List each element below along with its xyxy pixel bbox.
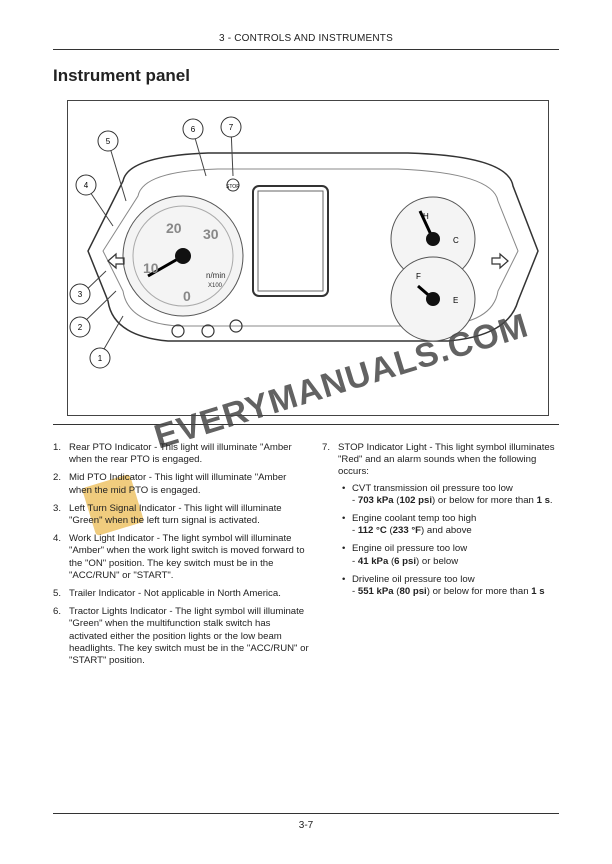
footer-rule [53, 813, 559, 814]
bullet-item: CVT transmission oil pressure too low- 7… [338, 483, 562, 507]
temp-cold: C [453, 236, 459, 245]
header-rule [53, 49, 559, 50]
stop-symbol: STOP [226, 184, 240, 190]
rpm-tick-0: 0 [183, 288, 191, 304]
rpm-unit: n/min [206, 271, 226, 280]
instrument-panel-figure: 10 20 30 0 n/min X100 H C F E STOP 1 2 3… [67, 100, 549, 416]
figure-rule [53, 424, 559, 425]
list-item: 1.Rear PTO Indicator - This light will i… [53, 442, 292, 466]
section-title: Instrument panel [53, 66, 190, 85]
fuel-empty: E [453, 296, 458, 305]
list-item: 7.STOP Indicator Light - This light symb… [322, 442, 562, 598]
list-item: 5.Trailer Indicator - Not applicable in … [53, 588, 281, 600]
rpm-tick-20: 20 [166, 220, 182, 236]
bullet-item: Engine coolant temp too high- 112 °C (23… [338, 513, 562, 537]
right-column: 7.STOP Indicator Light - This light symb… [322, 442, 562, 604]
rpm-multiplier: X100 [208, 283, 223, 289]
bullet-item: Engine oil pressure too low- 41 kPa (6 p… [338, 543, 562, 567]
left-column: 1.Rear PTO Indicator - This light will i… [53, 442, 309, 673]
page-header: 3 - CONTROLS AND INSTRUMENTS [219, 33, 393, 44]
rpm-tick-30: 30 [203, 226, 219, 242]
temp-hot: H [423, 212, 429, 221]
fuel-full: F [416, 272, 421, 281]
callout-5: 5 [106, 137, 111, 146]
list-item: 4.Work Light Indicator - The light symbo… [53, 533, 305, 581]
callout-3: 3 [78, 290, 83, 299]
list-item: 6.Tractor Lights Indicator - The light s… [53, 606, 309, 667]
callout-7: 7 [229, 123, 234, 132]
callout-4: 4 [84, 181, 89, 190]
callout-6: 6 [191, 125, 196, 134]
callout-1: 1 [98, 354, 103, 363]
bullet-item: Driveline oil pressure too low- 551 kPa … [338, 574, 562, 598]
callout-2: 2 [78, 323, 83, 332]
instrument-cluster-drawing: 10 20 30 0 n/min X100 H C F E STOP 1 2 3… [69, 116, 539, 369]
list-item: 3.Left Turn Signal Indicator - This ligh… [53, 502, 282, 527]
list-item: 2.Mid PTO Indicator - This light will il… [53, 472, 287, 496]
page-number: 3-7 [298, 820, 314, 831]
rpm-tick-10: 10 [143, 260, 159, 276]
